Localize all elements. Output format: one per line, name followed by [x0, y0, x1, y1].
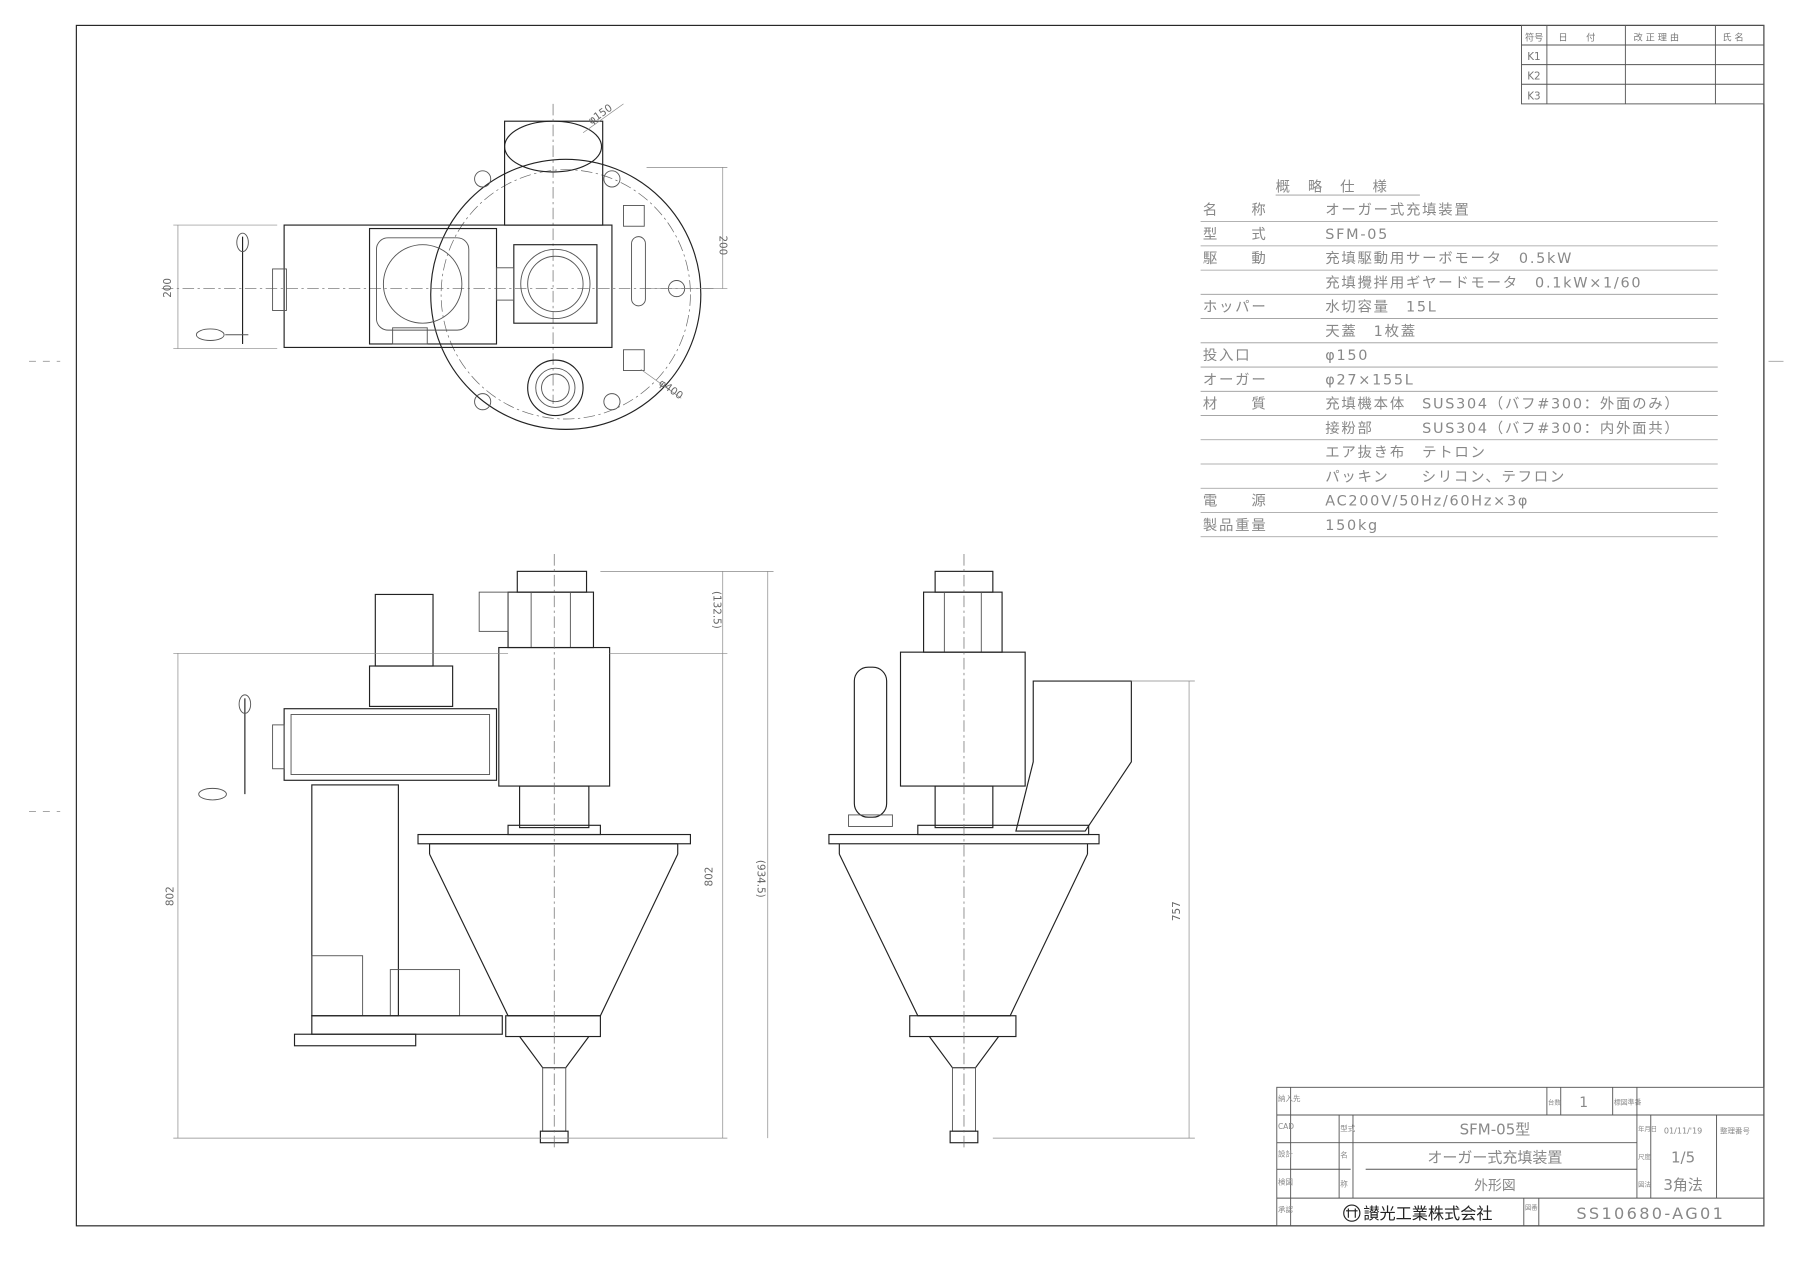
spec-row-label: 駆 動 — [1203, 250, 1268, 267]
spec-row-value: AC200V/50Hz/60Hz×3φ — [1325, 494, 1529, 510]
company-logo-icon — [1343, 1204, 1361, 1222]
spec-row-label: ホッパー — [1203, 299, 1268, 316]
company-logo-mark — [1346, 1208, 1358, 1218]
spec-row-label: 投入口 — [1203, 347, 1251, 364]
revision-table: 符号 日 付 改 正 理 由 氏 名 K1 K2 K3 — [1521, 24, 1765, 105]
rev-header-date: 日 付 — [1558, 32, 1595, 43]
spec-row-value: パッキン シリコン、テフロン — [1325, 468, 1566, 485]
rev-header-symbol: 符号 — [1525, 31, 1543, 43]
tb-std-no-label: 標図準番 — [1614, 1098, 1642, 1107]
tb-quantity: 1 — [1579, 1095, 1588, 1111]
tb-check-label: 検図 — [1278, 1176, 1293, 1186]
dim-hopper-dia: φ400 — [656, 377, 685, 402]
tb-drawing-type: 外形図 — [1474, 1178, 1516, 1194]
spec-row-label: オーガー — [1203, 371, 1268, 388]
tb-date: 01/11/'19 — [1664, 1126, 1702, 1135]
spec-row-value: 充填駆動用サーボモータ 0.5kW — [1325, 250, 1573, 267]
spec-row-value: オーガー式充填装置 — [1325, 202, 1470, 219]
spec-row-value: 天蓋 1枚蓋 — [1325, 323, 1417, 340]
dim-top-right-200: 200 — [716, 235, 728, 255]
tb-drawing-no: SS10680-AG01 — [1576, 1204, 1725, 1223]
tb-model-label: 型式 — [1340, 1123, 1356, 1133]
spec-row-label: 電 源 — [1203, 493, 1268, 510]
spec-row-value: 充填攪拌用ギヤードモータ 0.1kW×1/60 — [1325, 274, 1642, 291]
tb-projection: 3角法 — [1663, 1176, 1703, 1194]
dim-side-757: 757 — [1171, 901, 1183, 921]
tb-drawing-no-label: 図番 — [1525, 1204, 1538, 1212]
spec-row-value: φ150 — [1325, 348, 1369, 364]
top-view: 200 200 φ150 φ400 — [161, 102, 728, 430]
tb-name: オーガー式充填装置 — [1427, 1148, 1562, 1166]
tb-scale: 1/5 — [1671, 1148, 1695, 1166]
spec-title: 概 略 仕 様 — [1276, 179, 1389, 196]
rev-row-k1: K1 — [1527, 51, 1540, 63]
spec-row-value: エア抜き布 テトロン — [1325, 444, 1486, 461]
dim-front-body-802: 802 — [703, 867, 715, 887]
tb-ref-label: 整理番号 — [1720, 1125, 1750, 1135]
tb-name-label-1: 名 — [1340, 1150, 1348, 1160]
spec-row-label: 材 質 — [1203, 395, 1268, 413]
tb-delivery-label: 納入先 — [1278, 1093, 1301, 1103]
spec-row-value: 水切容量 15L — [1325, 299, 1437, 316]
spec-row-value: 150kg — [1325, 518, 1379, 534]
tb-date-label: 年月日 — [1638, 1124, 1657, 1133]
dim-front-motor: (132.5) — [711, 591, 723, 629]
dim-top-left-200: 200 — [162, 278, 174, 298]
tb-name-label-2: 称 — [1340, 1179, 1348, 1189]
dim-front-left-802: 802 — [164, 886, 176, 906]
dim-front-total: (934.5) — [754, 860, 766, 898]
front-view: 802 (132.5) 802 (934.5) — [164, 554, 774, 1149]
rev-row-k3: K3 — [1527, 90, 1540, 102]
spec-row-label: 製品重量 — [1203, 517, 1268, 534]
tb-design-label: 設計 — [1278, 1149, 1294, 1159]
tb-company: 讃光工業株式会社 — [1363, 1204, 1492, 1223]
tb-scale-label: 尺度 — [1638, 1152, 1651, 1161]
side-view: 757 — [828, 554, 1195, 1149]
spec-row-label: 型 式 — [1203, 226, 1268, 243]
spec-row-value: SFM-05 — [1325, 227, 1389, 243]
dim-inlet-dia: φ150 — [586, 102, 615, 127]
tb-model: SFM-05型 — [1460, 1121, 1531, 1139]
rev-row-k2: K2 — [1527, 71, 1540, 83]
rev-header-name: 氏 名 — [1722, 31, 1743, 43]
tb-cad-label: CAD — [1278, 1122, 1294, 1131]
spec-row-value: 接粉部 SUS304（バフ#300：内外面共） — [1325, 420, 1680, 437]
spec-row-label: 名 称 — [1203, 202, 1268, 219]
spec-row-value: 充填機本体 SUS304（バフ#300：外面のみ） — [1325, 396, 1680, 413]
tb-quantity-label: 台数 — [1548, 1098, 1561, 1107]
rev-header-reason: 改 正 理 由 — [1633, 31, 1679, 43]
tb-approve-label: 承認 — [1278, 1204, 1294, 1214]
title-block: 納入先 CAD 設計 検図 承認 台数 1 標図準番 型式 名 称 SFM-05… — [1276, 1086, 1765, 1227]
drawing-border — [75, 24, 1765, 1227]
tb-projection-label: 図法 — [1638, 1180, 1651, 1189]
spec-row-value: φ27×155L — [1325, 372, 1414, 388]
